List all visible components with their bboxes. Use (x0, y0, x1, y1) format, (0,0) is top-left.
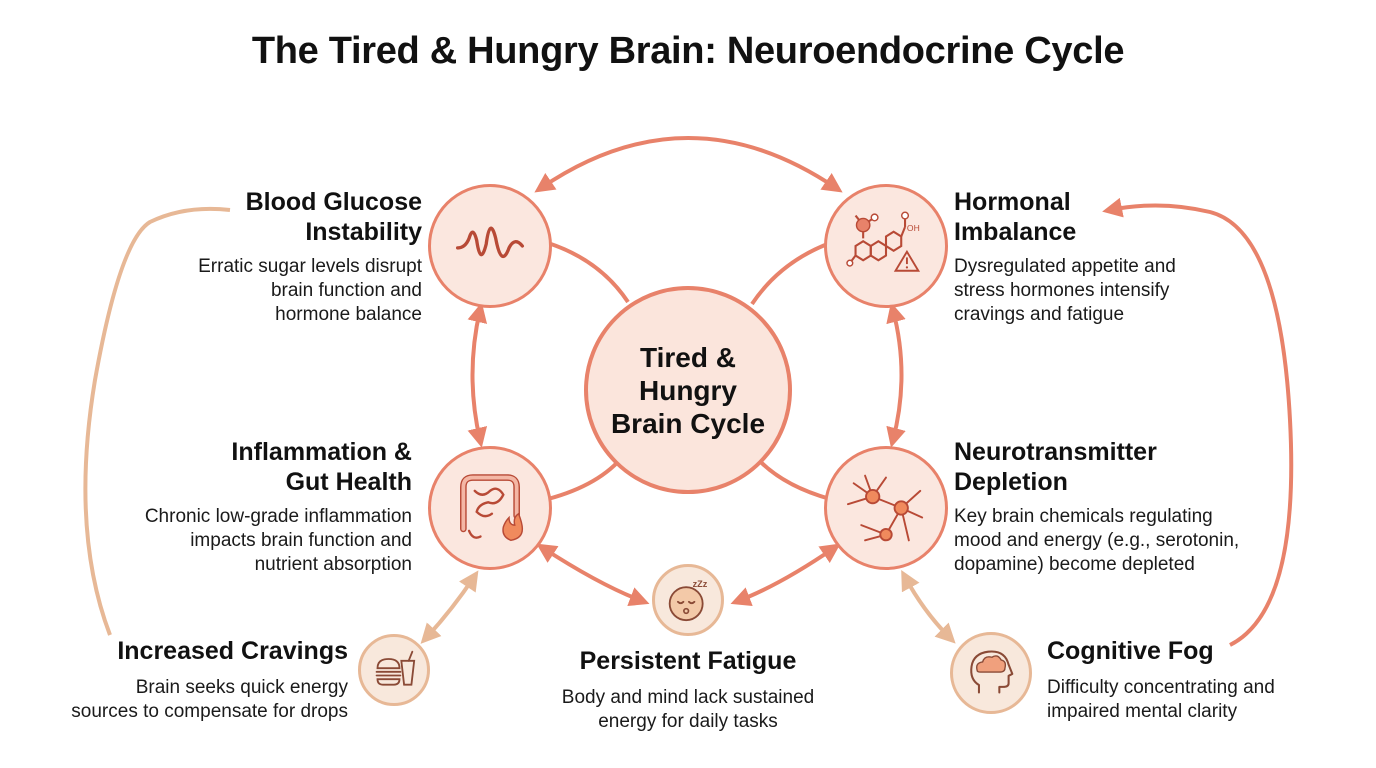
center-label-line: Brain Cycle (610, 407, 766, 439)
inflammation-desc-line: impacts brain function and (190, 530, 412, 551)
connector-glucose-inflammation (467, 302, 488, 448)
neuro-desc-line: mood and energy (e.g., serotonin, (954, 530, 1240, 551)
hormonal-title-line: Hormonal (954, 188, 1071, 216)
inflammation-title: Inflammation & Gut Health (70, 437, 412, 497)
gut-flame-icon (460, 474, 524, 542)
neuron-network-icon (846, 474, 924, 542)
sleep-z-label: zZz (693, 579, 708, 589)
glucose-title-line: Instability (305, 218, 422, 246)
glucose-description: Erratic sugar levels disrupt brain funct… (90, 255, 422, 327)
neuro-desc-line: dopamine) become depleted (954, 554, 1195, 575)
spoke-glucose-center (547, 241, 630, 304)
connector-hormonal-neuro (886, 302, 906, 448)
loop-cravings-glucose (83, 206, 231, 636)
fatigue-text-block: Persistent Fatigue Body and mind lack su… (518, 646, 858, 734)
cloud-icon (976, 655, 1007, 673)
connector-inflammation-fatigue (536, 543, 650, 607)
inflammation-text-block: Inflammation & Gut Health Chronic low-gr… (70, 437, 412, 577)
neuro-title: Neurotransmitter Depletion (954, 437, 1284, 497)
hormonal-title: Hormonal Imbalance (954, 187, 1274, 247)
neuro-title-line: Depletion (954, 468, 1068, 496)
neuro-text-block: Neurotransmitter Depletion Key brain che… (954, 437, 1284, 577)
fatigue-title: Persistent Fatigue (579, 647, 797, 675)
page-title: The Tired & Hungry Brain: Neuroendocrine… (251, 30, 1125, 72)
fog-desc-line: impaired mental clarity (1047, 701, 1238, 722)
cravings-description: Brain seeks quick energy sources to comp… (20, 676, 348, 724)
hormone-molecule-icon: OH (846, 211, 921, 272)
fast-food-icon (375, 650, 416, 686)
glucose-desc-line: Erratic sugar levels disrupt (198, 256, 422, 277)
fog-title: Cognitive Fog (1047, 637, 1214, 665)
neuro-description: Key brain chemicals regulating mood and … (954, 505, 1284, 577)
hormonal-desc-line: cravings and fatigue (954, 304, 1125, 325)
cravings-text-block: Increased Cravings Brain seeks quick ene… (20, 636, 348, 724)
spoke-hormonal-center (750, 241, 831, 306)
glucose-title-line: Blood Glucose (245, 188, 422, 216)
glucose-title: Blood Glucose Instability (90, 187, 422, 247)
flame-icon (502, 512, 524, 542)
hormonal-desc-line: Dysregulated appetite and (954, 256, 1176, 277)
inflammation-description: Chronic low-grade inflammation impacts b… (70, 505, 412, 577)
neuro-desc-line: Key brain chemicals regulating (954, 506, 1213, 527)
fog-desc-line: Difficulty concentrating and (1047, 677, 1275, 698)
neuro-node (824, 446, 948, 570)
glucose-desc-line: brain function and (270, 280, 422, 301)
fatigue-desc-line: energy for daily tasks (598, 711, 778, 732)
fatigue-node: zZz (652, 564, 724, 636)
inflammation-desc-line: Chronic low-grade inflammation (144, 506, 412, 527)
center-cycle-node: Tired & Hungry Brain Cycle (584, 286, 792, 494)
hormonal-description: Dysregulated appetite and stress hormone… (954, 255, 1274, 327)
inflammation-title-line: Inflammation & (231, 438, 412, 466)
foggy-head-icon (970, 650, 1014, 694)
glucose-text-block: Blood Glucose Instability Erratic sugar … (90, 187, 422, 327)
glucose-node (428, 184, 552, 308)
inflammation-node (428, 446, 552, 570)
cravings-desc-line: sources to compensate for drops (71, 701, 348, 722)
glucose-desc-line: hormone balance (275, 304, 422, 325)
inflammation-title-line: Gut Health (285, 468, 412, 496)
hormone-oh-label: OH (907, 223, 920, 233)
hormonal-title-line: Imbalance (954, 218, 1077, 246)
fatigue-description: Body and mind lack sustained energy for … (518, 686, 858, 734)
fog-description: Difficulty concentrating and impaired me… (1047, 676, 1347, 724)
cravings-desc-line: Brain seeks quick energy (135, 677, 348, 698)
cravings-title: Increased Cravings (117, 637, 348, 665)
connector-inflammation-cravings (420, 570, 479, 644)
neuro-title-line: Neurotransmitter (954, 438, 1157, 466)
loop-fog-hormonal (1102, 197, 1294, 647)
glucose-wave-icon (455, 226, 525, 259)
sleepy-face-icon: zZz (668, 579, 708, 622)
fog-text-block: Cognitive Fog Difficulty concentrating a… (1047, 636, 1347, 724)
center-cycle-label: Tired & Hungry Brain Cycle (603, 341, 773, 440)
fog-node (950, 632, 1032, 714)
fatigue-desc-line: Body and mind lack sustained (561, 687, 815, 708)
center-label-line: Hungry (639, 374, 737, 406)
cravings-node (358, 634, 430, 706)
inflammation-desc-line: nutrient absorption (254, 554, 412, 575)
hormonal-desc-line: stress hormones intensify (954, 280, 1170, 301)
hormonal-node: OH (824, 184, 948, 308)
hormonal-text-block: Hormonal Imbalance Dysregulated appetite… (954, 187, 1274, 327)
connector-neuro-fog (901, 569, 956, 644)
connector-neuro-fatigue (730, 543, 841, 607)
connector-glucose-hormonal (534, 136, 843, 193)
spoke-neuro-center (752, 453, 831, 501)
center-label-line: Tired & (640, 341, 736, 373)
